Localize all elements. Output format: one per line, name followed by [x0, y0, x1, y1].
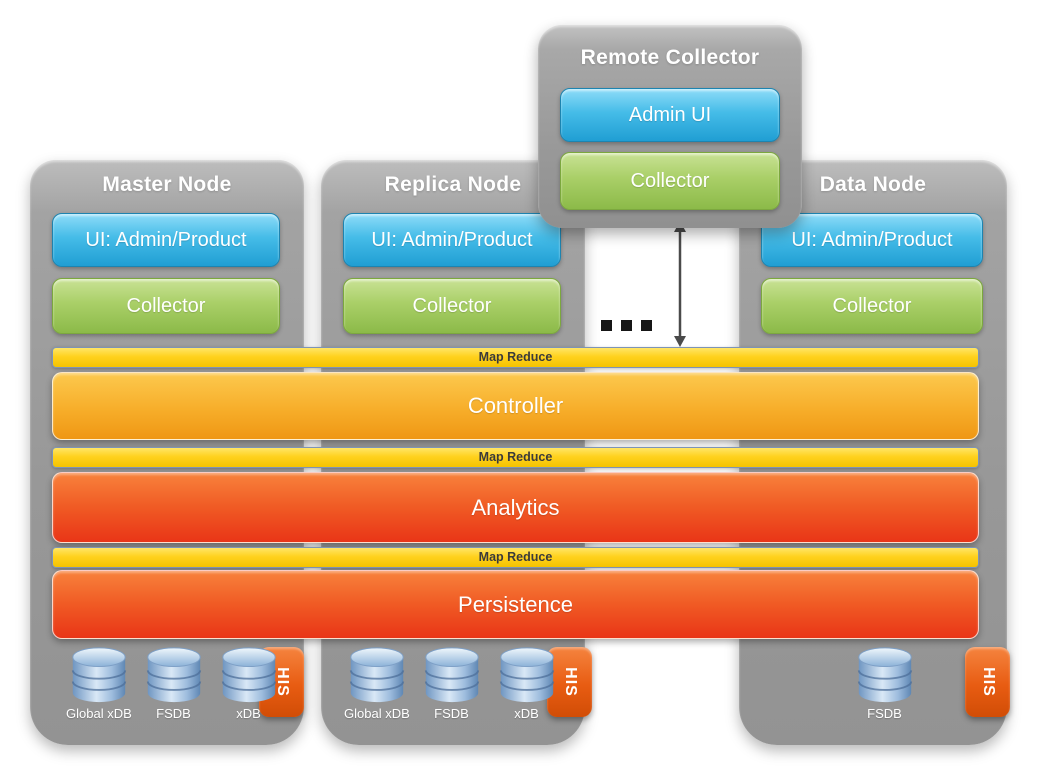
database-xdb: xDB	[216, 646, 281, 721]
data-node-title: Data Node	[819, 173, 927, 196]
replica-ui-admin-product-box: UI: Admin/Product	[343, 213, 561, 267]
dot	[641, 320, 652, 331]
analytics-band: Analytics	[52, 472, 979, 543]
replica-node-title: Replica Node	[384, 173, 522, 196]
map-reduce-band-2: Map Reduce	[52, 447, 979, 468]
his-label: HIS	[561, 667, 579, 697]
remote-collector-title: Remote Collector	[580, 46, 760, 69]
master-collector-box: Collector	[52, 278, 280, 334]
database-cylinder-icon	[494, 646, 559, 704]
database-cylinder-icon	[344, 646, 409, 704]
data-collector-box: Collector	[761, 278, 983, 334]
database-global-xdb: Global xDB	[344, 646, 410, 721]
database-fsdb: FSDB	[419, 646, 484, 721]
his-label: HIS	[979, 667, 997, 697]
database-cylinder-icon	[66, 646, 131, 704]
controller-band: Controller	[52, 372, 979, 440]
master-database-row: Global xDB FSDB xDB	[66, 646, 281, 721]
database-fsdb: FSDB	[141, 646, 206, 721]
data-his-tab: HIS	[965, 647, 1010, 717]
replica-database-row: Global xDB FSDB xDB	[344, 646, 559, 721]
bidirectional-arrow-icon	[665, 220, 695, 353]
database-cylinder-icon	[141, 646, 206, 704]
master-node-title: Master Node	[102, 173, 232, 196]
remote-collector-inner-box: Collector	[560, 152, 780, 210]
persistence-band: Persistence	[52, 570, 979, 639]
database-fsdb: FSDB	[852, 646, 917, 721]
master-ui-admin-product-box: UI: Admin/Product	[52, 213, 280, 267]
database-global-xdb: Global xDB	[66, 646, 132, 721]
data-database-row: FSDB	[852, 646, 917, 721]
database-cylinder-icon	[419, 646, 484, 704]
map-reduce-band-3: Map Reduce	[52, 547, 979, 568]
replica-collector-box: Collector	[343, 278, 561, 334]
remote-collector-box: Remote Collector Admin UI Collector	[538, 25, 802, 228]
map-reduce-band-1: Map Reduce	[52, 347, 979, 368]
data-ui-admin-product-box: UI: Admin/Product	[761, 213, 983, 267]
replica-his-tab: HIS	[547, 647, 592, 717]
ellipsis-dots-icon	[601, 320, 652, 331]
database-cylinder-icon	[852, 646, 917, 704]
remote-admin-ui-box: Admin UI	[560, 88, 780, 142]
dot	[621, 320, 632, 331]
database-xdb: xDB	[494, 646, 559, 721]
database-cylinder-icon	[216, 646, 281, 704]
dot	[601, 320, 612, 331]
